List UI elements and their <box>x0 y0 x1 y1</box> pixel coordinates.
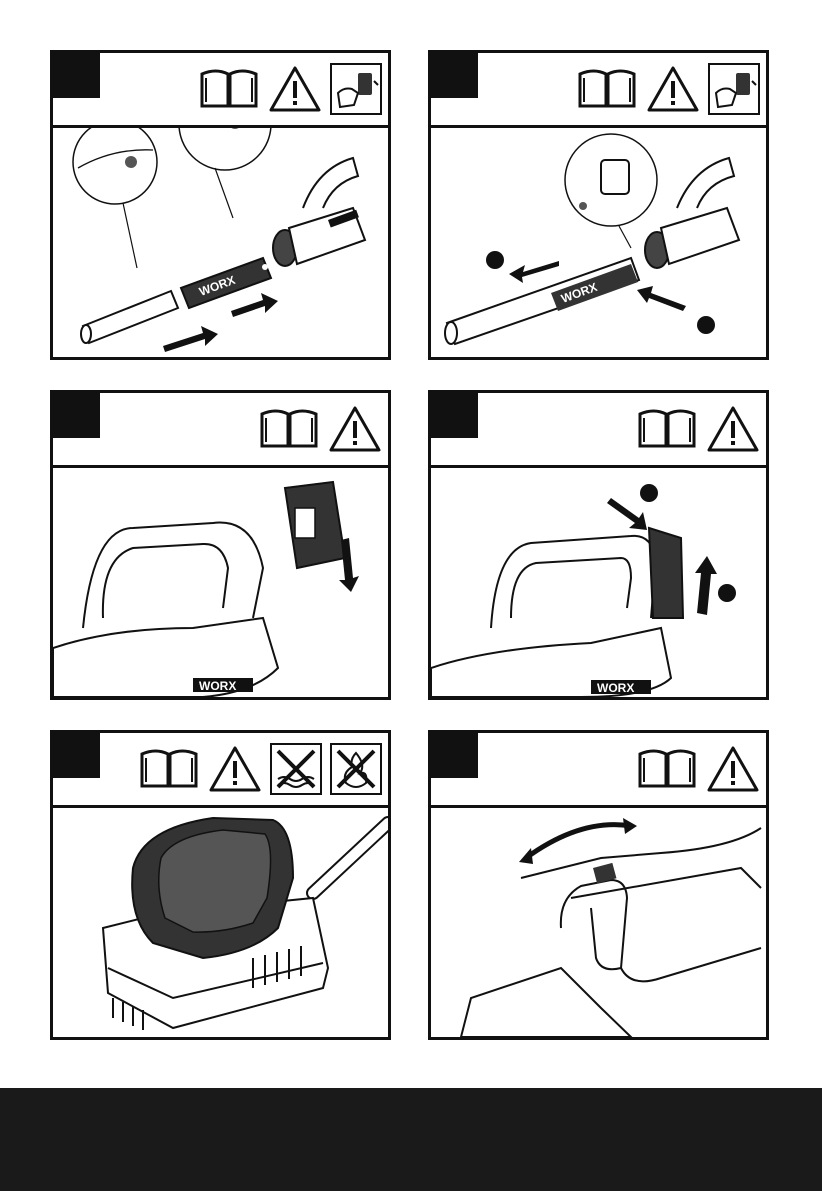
panel-3: WORX <box>50 390 391 700</box>
symbol-row <box>258 403 382 455</box>
disassembly-illustration: WORX <box>431 128 766 357</box>
worx-logo: WORX <box>199 679 236 693</box>
panel-header <box>53 393 388 468</box>
no-water-icon <box>270 743 322 795</box>
panel-header <box>431 393 766 468</box>
footer-bar <box>0 1088 822 1191</box>
speed-switch-illustration <box>431 808 766 1037</box>
step-marker-b <box>697 316 715 334</box>
warning-icon <box>268 65 322 113</box>
manual-book-icon <box>258 406 320 452</box>
step-number-box <box>431 53 478 98</box>
step-number-box <box>53 53 100 98</box>
panel-header <box>431 733 766 808</box>
panel-header <box>431 53 766 128</box>
panel-5 <box>50 730 391 1040</box>
panel-header <box>53 733 388 808</box>
warning-icon <box>646 65 700 113</box>
battery-insert-illustration: WORX <box>53 468 388 697</box>
step-number-box <box>53 393 100 438</box>
step-marker-a <box>640 484 658 502</box>
worx-logo: WORX <box>597 681 634 695</box>
manual-book-icon <box>576 66 638 112</box>
step-number-box <box>431 733 478 778</box>
symbol-row <box>636 403 760 455</box>
warning-icon <box>706 405 760 453</box>
panel-4: WORX <box>428 390 769 700</box>
step-marker-a <box>486 251 504 269</box>
warning-icon <box>208 745 262 793</box>
panel-header <box>53 53 388 128</box>
manual-book-icon <box>138 746 200 792</box>
warning-icon <box>328 405 382 453</box>
manual-book-icon <box>636 746 698 792</box>
manual-book-icon <box>636 406 698 452</box>
battery-release-illustration: WORX <box>431 468 766 697</box>
panel-6 <box>428 730 769 1040</box>
panel-2: WORX <box>428 50 769 360</box>
step-number-box <box>431 393 478 438</box>
charger-illustration <box>53 808 388 1037</box>
manual-book-icon <box>198 66 260 112</box>
symbol-row <box>576 63 760 115</box>
no-fire-icon <box>330 743 382 795</box>
step-number-box <box>53 733 100 778</box>
symbol-row <box>198 63 382 115</box>
battery-removal-icon <box>330 63 382 115</box>
warning-icon <box>706 745 760 793</box>
assembly-illustration: WORX <box>53 128 388 357</box>
battery-removal-icon <box>708 63 760 115</box>
step-marker-b <box>718 584 736 602</box>
panel-1: WORX <box>50 50 391 360</box>
symbol-row <box>636 743 760 795</box>
symbol-row <box>138 743 382 795</box>
